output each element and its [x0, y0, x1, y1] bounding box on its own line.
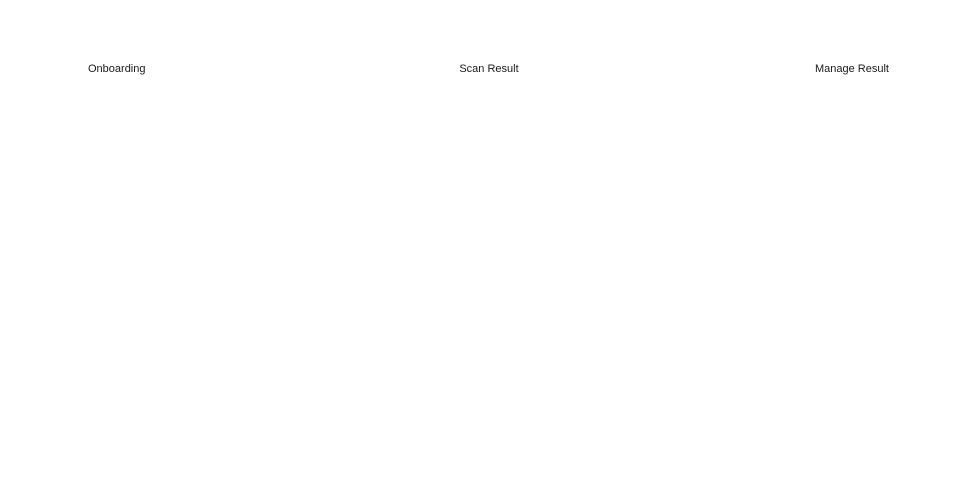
section-label-scan-result: Scan Result — [459, 63, 519, 75]
section-label-manage-result: Manage Result — [815, 63, 889, 75]
section-label-onboarding: Onboarding — [88, 63, 146, 75]
